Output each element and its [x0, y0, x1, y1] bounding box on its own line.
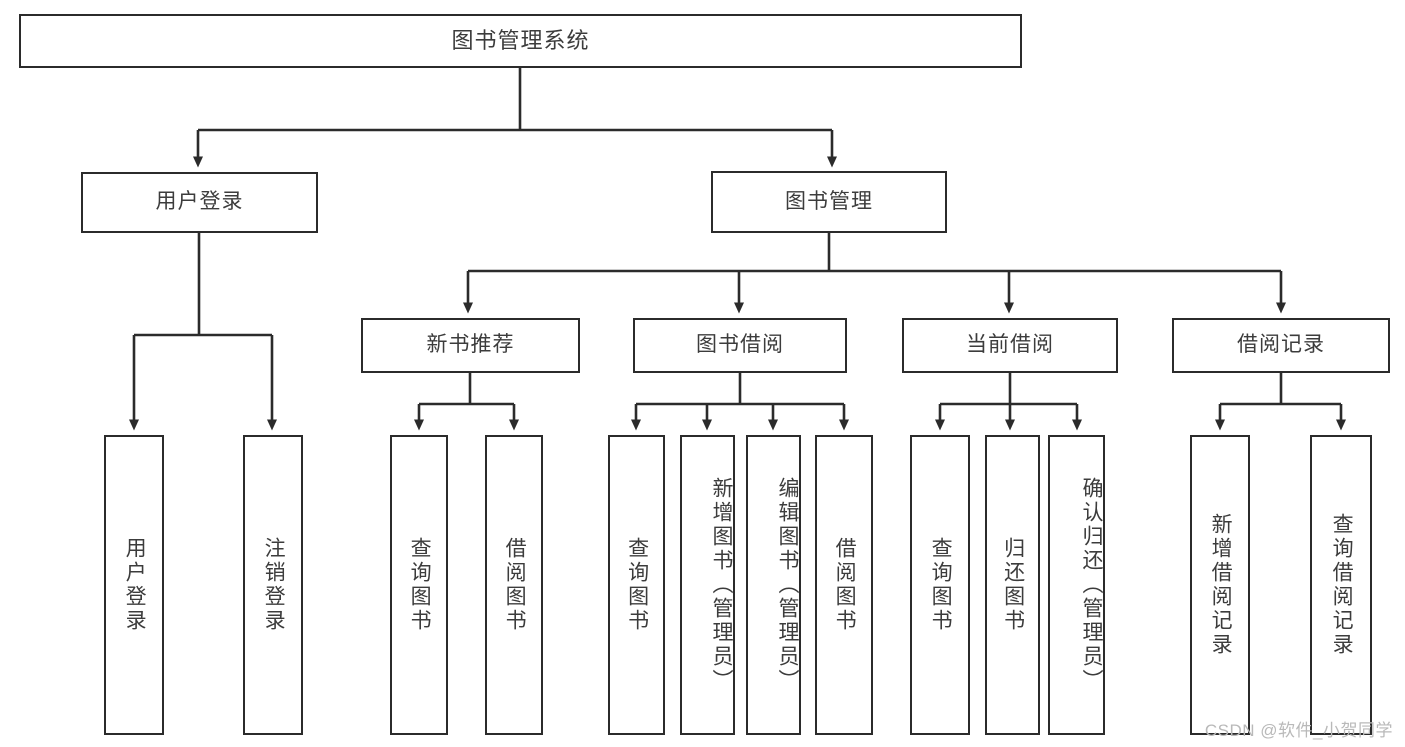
node-label: 借阅图书 [503, 537, 527, 633]
leaf-return-book[interactable]: 归还图书 [985, 435, 1040, 735]
node-label: 查询图书 [408, 537, 432, 633]
csdn-watermark: CSDN @软件_小贺同学 [1204, 721, 1393, 740]
node-book-borrow[interactable]: 图书借阅 [633, 318, 847, 373]
leaf-query-book-3[interactable]: 查询图书 [910, 435, 970, 735]
node-label: 图书借阅 [696, 333, 784, 357]
leaf-user-login[interactable]: 用户登录 [104, 435, 164, 735]
node-label: 用户登录 [123, 537, 147, 633]
node-label: 借阅记录 [1237, 333, 1325, 357]
node-label: 查询借阅记录 [1330, 513, 1354, 657]
node-label: 图书管理 [785, 189, 873, 213]
node-label: 新增图书（管理员） [710, 477, 733, 693]
leaf-add-record[interactable]: 新增借阅记录 [1190, 435, 1250, 735]
leaf-confirm-return[interactable]: 确认归还（管理员） [1048, 435, 1105, 735]
leaf-add-book[interactable]: 新增图书（管理员） [680, 435, 735, 735]
leaf-borrow-book-1[interactable]: 借阅图书 [485, 435, 543, 735]
node-label: 归还图书 [1001, 537, 1025, 633]
leaf-edit-book[interactable]: 编辑图书（管理员） [746, 435, 801, 735]
leaf-logout[interactable]: 注销登录 [243, 435, 303, 735]
node-user-login[interactable]: 用户登录 [81, 172, 318, 233]
node-current-borrow[interactable]: 当前借阅 [902, 318, 1118, 373]
node-label: 确认归还（管理员） [1080, 477, 1103, 693]
node-label: 当前借阅 [966, 333, 1054, 357]
node-label: 新增借阅记录 [1209, 513, 1233, 657]
node-label: 图书管理系统 [451, 28, 590, 54]
node-borrow-record[interactable]: 借阅记录 [1172, 318, 1390, 373]
node-new-book-rec[interactable]: 新书推荐 [361, 318, 580, 373]
node-label: 注销登录 [262, 537, 286, 633]
node-label: 编辑图书（管理员） [776, 477, 799, 693]
leaf-query-book-2[interactable]: 查询图书 [608, 435, 665, 735]
leaf-borrow-book-2[interactable]: 借阅图书 [815, 435, 873, 735]
node-label: 新书推荐 [426, 333, 515, 357]
node-label: 查询图书 [929, 537, 953, 633]
node-book-manage[interactable]: 图书管理 [711, 171, 947, 233]
node-label: 借阅图书 [833, 537, 857, 633]
node-label: 用户登录 [155, 190, 244, 214]
node-root-system[interactable]: 图书管理系统 [19, 14, 1022, 68]
node-label: 查询图书 [625, 537, 649, 633]
leaf-query-record[interactable]: 查询借阅记录 [1310, 435, 1372, 735]
leaf-query-book-1[interactable]: 查询图书 [390, 435, 448, 735]
